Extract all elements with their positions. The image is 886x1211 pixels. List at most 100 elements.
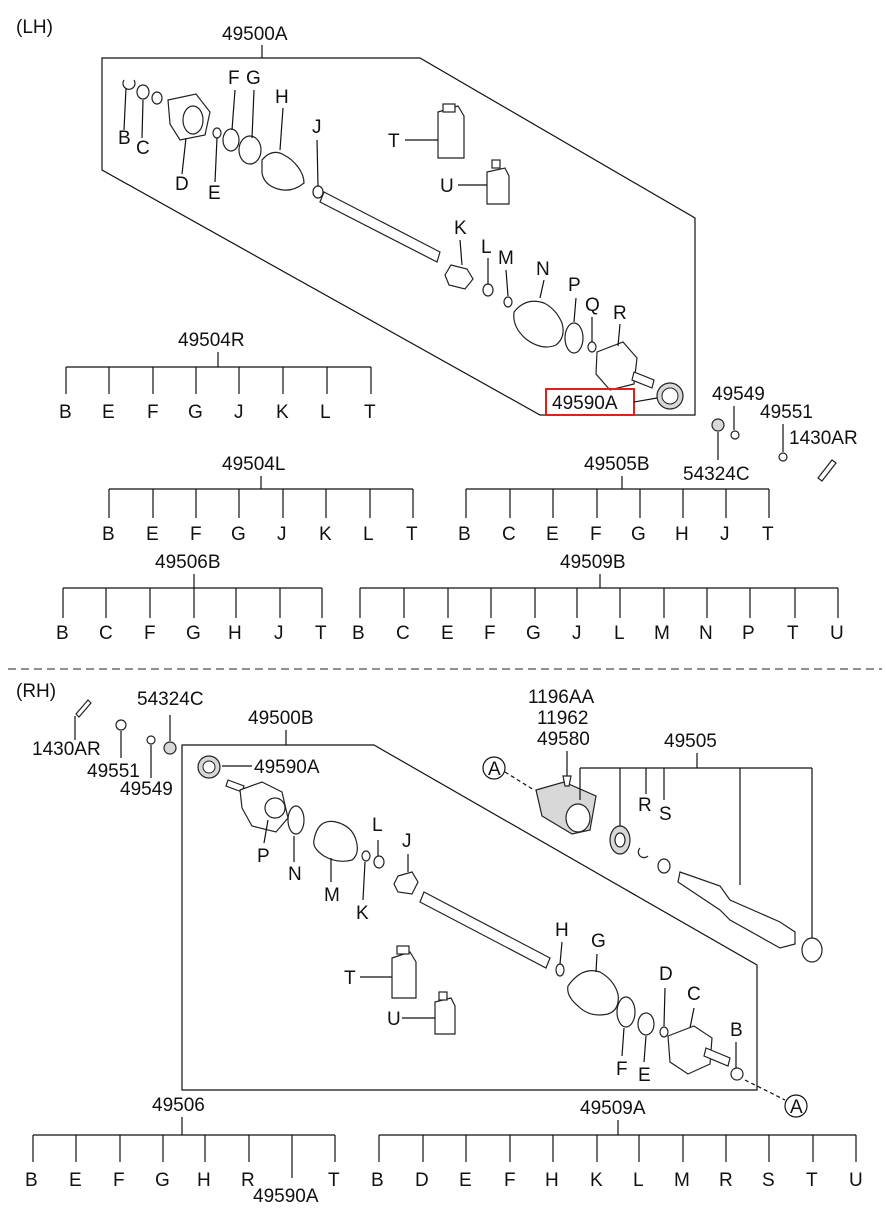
lh-assembly-frame <box>101 57 696 416</box>
tree-root[interactable]: 49506 <box>152 1095 205 1116</box>
tree-leaf: J <box>572 623 582 644</box>
tree-leaf: H <box>545 1170 559 1191</box>
tree-leaf: 49590A <box>253 1186 319 1207</box>
rh-tree-49509a: 49509A B D E F H K L M R S T U <box>371 1098 863 1191</box>
rh-callout-h: H <box>555 920 569 941</box>
rh-callout-g: G <box>591 931 606 952</box>
rh-callout-f: F <box>616 1059 628 1080</box>
tree-leaf: B <box>371 1170 384 1191</box>
lh-callout-r: R <box>613 303 627 324</box>
tree-leaf: T <box>762 524 774 545</box>
lh-tree-49504l: 49504L B E F G J K L T <box>102 454 418 545</box>
rh-callout-u: U <box>387 1009 401 1030</box>
tree-leaf: P <box>742 623 755 644</box>
lh-part-54324c[interactable]: 54324C <box>683 464 750 485</box>
rh-section-label: (RH) <box>16 681 56 702</box>
tree-leaf: G <box>231 524 246 545</box>
lh-callout-m: M <box>498 248 514 269</box>
rh-callout-b: B <box>730 1020 743 1041</box>
tree-leaf: S <box>762 1170 775 1191</box>
lh-callout-f: F <box>228 68 240 89</box>
tree-leaf: J <box>720 524 730 545</box>
rh-assembly-number: 49500B <box>248 708 314 729</box>
tree-leaf: T <box>364 402 376 423</box>
tree-leaf: K <box>276 402 289 423</box>
tree-leaf: U <box>849 1170 863 1191</box>
lh-callout-h: H <box>275 87 289 108</box>
rh-assembly-frame <box>181 744 758 1091</box>
rh-callout-l: L <box>372 815 383 836</box>
tree-leaf: G <box>188 402 203 423</box>
tree-leaf: B <box>59 402 72 423</box>
lh-part-49549[interactable]: 49549 <box>712 384 765 405</box>
rh-callout-e: E <box>638 1065 651 1086</box>
tree-leaf: B <box>102 524 115 545</box>
tree-root[interactable]: 49504R <box>178 330 245 351</box>
tree-leaf: F <box>484 623 496 644</box>
lh-loose-parts: 49549 49551 1430AR 54324C <box>683 384 858 485</box>
tree-leaf: T <box>787 623 799 644</box>
tree-leaf: F <box>590 524 602 545</box>
tree-leaf: E <box>146 524 159 545</box>
tree-leaf: J <box>277 524 287 545</box>
tree-leaf: M <box>674 1170 690 1191</box>
rh-callout-p: P <box>257 846 270 867</box>
lh-callout-l: L <box>481 237 492 258</box>
rh-bearing-part-1196aa[interactable]: 1196AA <box>528 687 595 708</box>
lh-part-1430ar[interactable]: 1430AR <box>789 428 858 449</box>
rh-marker-a-bottom-label: A <box>790 1097 803 1118</box>
tree-leaf: L <box>614 623 625 644</box>
rh-tree-49506: 49506 B E F G H R 49590A T <box>25 1095 340 1207</box>
lh-callout-p: P <box>568 275 581 296</box>
tree-leaf: D <box>415 1170 429 1191</box>
lh-callout-e: E <box>208 183 221 204</box>
rh-bearing-part-49580[interactable]: 49580 <box>537 729 590 750</box>
rh-shaft-assembly[interactable]: 49505 <box>664 731 717 752</box>
lh-callouts: B C D E F G H J K L M N P Q R T U <box>118 68 627 347</box>
rh-callout-t: T <box>344 968 356 989</box>
tree-leaf: T <box>806 1170 818 1191</box>
rh-part-1430ar[interactable]: 1430AR <box>32 739 101 760</box>
lh-callout-c: C <box>136 138 150 159</box>
tree-root[interactable]: 49505B <box>584 454 650 475</box>
tree-leaf: G <box>186 623 201 644</box>
lh-part-49551[interactable]: 49551 <box>760 402 813 423</box>
lh-highlighted-part-number[interactable]: 49590A <box>552 393 618 414</box>
tree-root[interactable]: 49509B <box>560 552 626 573</box>
lh-assembly-number: 49500A <box>222 24 288 45</box>
tree-leaf: N <box>699 623 713 644</box>
lh-callout-t: T <box>388 131 400 152</box>
rh-part-49549[interactable]: 49549 <box>120 779 173 800</box>
rh-ring-part[interactable]: 49590A <box>254 757 320 778</box>
tree-leaf: F <box>144 623 156 644</box>
tree-leaf: C <box>502 524 516 545</box>
lh-tree-49504r: 49504R B E F G J K L T <box>59 330 376 423</box>
tree-leaf: J <box>274 623 284 644</box>
tree-leaf: B <box>25 1170 38 1191</box>
tree-root[interactable]: 49506B <box>155 552 221 573</box>
rh-callout-r: R <box>638 795 652 816</box>
tree-leaf: E <box>69 1170 82 1191</box>
tree-root[interactable]: 49509A <box>580 1098 646 1119</box>
rh-callout-n: N <box>288 864 302 885</box>
tree-leaf: J <box>234 402 244 423</box>
tree-leaf: K <box>319 524 332 545</box>
rh-part-54324c[interactable]: 54324C <box>137 689 204 710</box>
lh-driveshaft-drawing <box>122 79 684 410</box>
lh-tree-49505b: 49505B B C E F G H J T <box>458 454 774 545</box>
rh-loose-parts: 1430AR 49551 49549 54324C <box>32 689 204 800</box>
tree-leaf: E <box>546 524 559 545</box>
tree-leaf: T <box>406 524 418 545</box>
tree-root[interactable]: 49504L <box>222 454 285 475</box>
rh-callout-d: D <box>659 964 673 985</box>
lh-callout-n: N <box>536 259 550 280</box>
rh-part-49551[interactable]: 49551 <box>87 761 140 782</box>
lh-tree-49506b: 49506B B C F G H J T <box>56 552 327 644</box>
tree-leaf: B <box>56 623 69 644</box>
rh-callout-m: M <box>324 885 340 906</box>
tree-leaf: B <box>352 623 365 644</box>
tree-leaf: E <box>102 402 115 423</box>
tree-leaf: E <box>459 1170 472 1191</box>
tree-leaf: R <box>719 1170 733 1191</box>
rh-bearing-part-11962[interactable]: 11962 <box>537 708 588 729</box>
